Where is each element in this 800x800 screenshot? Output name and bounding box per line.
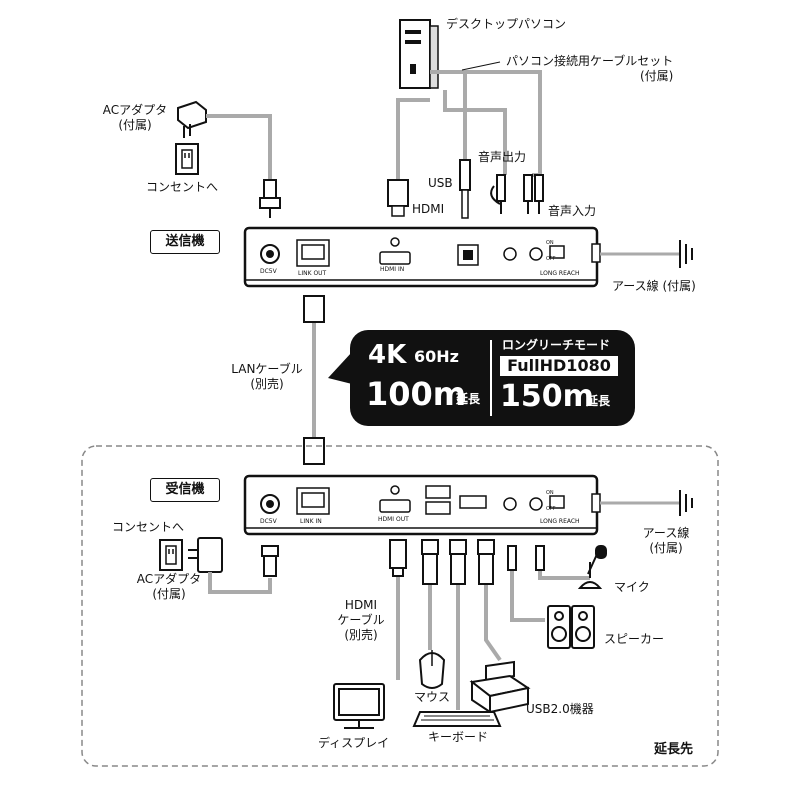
desktop-pc-label: デスクトップパソコン bbox=[446, 17, 567, 31]
keyboard-icon bbox=[412, 711, 502, 727]
display-icon bbox=[333, 683, 385, 729]
spec-dist1: 100m bbox=[366, 375, 467, 413]
sender-unit bbox=[243, 226, 601, 288]
receiver-port-hdmi: HDMI OUT bbox=[378, 516, 409, 523]
usb-plug-icon bbox=[459, 159, 471, 219]
sender-box-label: 送信機 bbox=[150, 230, 220, 254]
sender-port-hdmi: HDMI IN bbox=[380, 266, 405, 273]
output-cables bbox=[396, 570, 590, 710]
hdmi-label: HDMI bbox=[412, 202, 445, 216]
receiver-plugs bbox=[389, 539, 545, 585]
earth-wire bbox=[600, 240, 693, 268]
audio-in-label: 音声入力 bbox=[548, 204, 597, 218]
cable-set-label: パソコン接続用ケーブルセット bbox=[506, 54, 674, 68]
mic-label: マイク bbox=[614, 580, 650, 594]
spec-ext2: 延長 bbox=[586, 394, 611, 408]
receiver-port-link: LINK IN bbox=[300, 518, 322, 525]
receiver-switch-off: OFF bbox=[546, 506, 556, 512]
printer-icon bbox=[469, 660, 531, 714]
outlet-icon bbox=[159, 539, 183, 571]
hdmi-plug-icon bbox=[387, 179, 409, 217]
desktop-pc-icon bbox=[399, 19, 439, 89]
receiver-port-dc: DC5V bbox=[260, 518, 277, 525]
extension-area-frame bbox=[81, 445, 719, 767]
spec-full-hd: FullHD1080 bbox=[500, 356, 618, 376]
extension-area-label: 延長先 bbox=[654, 742, 694, 757]
receiver-ac-adapter-label: ACアダプタ bbox=[136, 572, 202, 586]
receiver-switch-on: ON bbox=[546, 490, 554, 496]
dc-plug-icon bbox=[259, 179, 281, 218]
lan-cable-note: (別売) bbox=[250, 377, 284, 391]
sender-long-reach: LONG REACH bbox=[540, 270, 580, 277]
speaker-label: スピーカー bbox=[604, 632, 665, 646]
receiver-long-reach: LONG REACH bbox=[540, 518, 580, 525]
ac-adapter-icon bbox=[188, 537, 223, 573]
cable-set-note: (付属) bbox=[640, 69, 674, 83]
ac-adapter-note: (付属) bbox=[118, 118, 152, 132]
receiver-earth-note: (付属) bbox=[649, 541, 683, 555]
ac-adapter-label: ACアダプタ bbox=[102, 103, 168, 117]
hdmi-cable-label-2: ケーブル bbox=[337, 613, 385, 627]
display-label: ディスプレイ bbox=[318, 736, 390, 750]
receiver-outlet-label: コンセントへ bbox=[112, 520, 185, 534]
receiver-earth-label: アース線 bbox=[642, 526, 690, 540]
sender-switch-off: OFF bbox=[546, 256, 556, 262]
dc-plug-icon bbox=[261, 545, 279, 577]
hdmi-cable-label: HDMI bbox=[344, 598, 378, 612]
sender-port-dc: DC5V bbox=[260, 268, 277, 275]
sender-switch-on: ON bbox=[546, 240, 554, 246]
usb2-device-label: USB2.0機器 bbox=[526, 702, 594, 716]
sender-port-link: LINK OUT bbox=[298, 270, 327, 277]
receiver-ac-adapter-note: (付属) bbox=[152, 587, 186, 601]
audio-plug-icons bbox=[490, 174, 544, 214]
lan-cable-label: LANケーブル bbox=[231, 362, 303, 376]
spec-res: 4K bbox=[368, 340, 407, 370]
speaker-icon bbox=[547, 605, 595, 649]
spec-mode-label: ロングリーチモード bbox=[502, 338, 611, 352]
outlet-label: コンセントへ bbox=[146, 180, 219, 194]
keyboard-label: キーボード bbox=[428, 730, 489, 744]
usb-label: USB bbox=[428, 176, 453, 190]
spec-ext1: 延長 bbox=[456, 392, 481, 406]
earth-wire bbox=[600, 490, 693, 516]
receiver-unit bbox=[243, 474, 601, 536]
mouse-icon bbox=[418, 650, 446, 689]
spec-dist2: 150m bbox=[500, 379, 594, 414]
ac-adapter-icon bbox=[177, 100, 207, 138]
outlet-icon bbox=[175, 143, 199, 175]
receiver-box-label: 受信機 bbox=[150, 478, 220, 502]
mouse-label: マウス bbox=[414, 690, 451, 704]
hdmi-cable-note: (別売) bbox=[344, 628, 378, 642]
spec-badge: 4K 60Hz 100m 延長 ロングリーチモード FullHD1080 150… bbox=[350, 330, 635, 426]
lan-cable bbox=[303, 295, 325, 465]
audio-out-label: 音声出力 bbox=[478, 150, 527, 164]
microphone-icon bbox=[577, 545, 607, 589]
spec-hz: 60Hz bbox=[414, 347, 459, 366]
sender-earth-label: アース線 (付属) bbox=[612, 279, 696, 293]
pc-cable-set bbox=[396, 70, 542, 180]
